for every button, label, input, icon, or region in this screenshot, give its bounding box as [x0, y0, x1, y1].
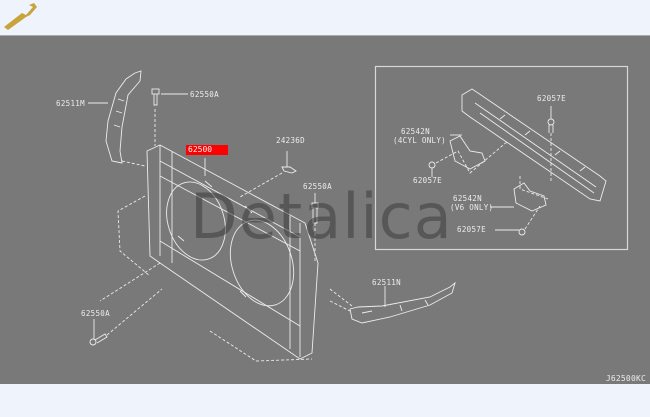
inset-note-v6-only: (V6 ONLY) [450, 203, 494, 212]
inset-callout-62057e-top[interactable]: 62057E [537, 94, 566, 103]
callout-62550a-mid[interactable]: 62550A [303, 182, 332, 191]
parts-diagram: Detalica 62511M 62550A 62500 24236D 6255… [0, 3, 650, 384]
bracket-4cyl [449, 135, 486, 170]
wrench-logo-icon [4, 3, 37, 30]
bracket-v6 [513, 182, 547, 212]
callout-62511m[interactable]: 62511M [56, 99, 85, 108]
watermark: Detalica [190, 180, 453, 253]
inset-callout-62057e-left[interactable]: 62057E [413, 176, 442, 185]
callout-62500-highlighted[interactable]: 62500 [186, 145, 228, 155]
inset-callout-62542n-4cyl[interactable]: 62542N [401, 127, 430, 136]
inset-note-4cyl-only: (4CYL ONLY) [393, 136, 446, 145]
callout-24236d[interactable]: 24236D [276, 136, 305, 145]
drawing-code: J62500KC [605, 374, 646, 383]
bracket-62511n [349, 281, 456, 324]
inset-callout-62542n-v6[interactable]: 62542N [453, 194, 482, 203]
bracket-62511m [105, 70, 142, 164]
callout-62550a-top[interactable]: 62550A [190, 90, 219, 99]
callout-62511n[interactable]: 62511N [372, 278, 401, 287]
callout-62550a-bottom[interactable]: 62550A [81, 309, 110, 318]
frame-62500 [146, 144, 319, 360]
inset-callout-62057e-bottom[interactable]: 62057E [457, 225, 486, 234]
upper-support-bar [461, 88, 607, 202]
inset-frame [374, 65, 629, 251]
